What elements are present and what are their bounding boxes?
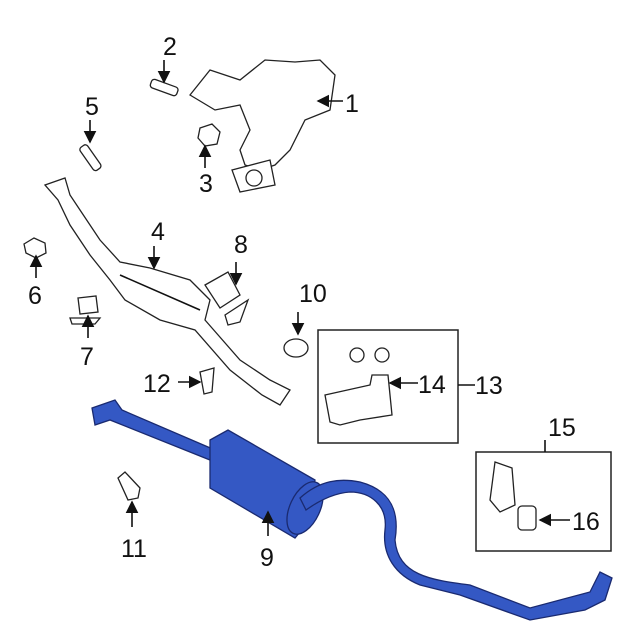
- callout-3: 3: [199, 170, 213, 198]
- nut[interactable]: [197, 123, 221, 147]
- callout-6: 6: [28, 282, 42, 310]
- muffler-assembly[interactable]: [91, 399, 613, 621]
- callout-13: 13: [475, 372, 503, 400]
- hanger-bracket-2[interactable]: [489, 461, 516, 513]
- clamp[interactable]: [283, 338, 309, 358]
- callout-15: 15: [548, 414, 576, 442]
- callout-12: 12: [143, 370, 171, 398]
- callout-5: 5: [85, 93, 99, 121]
- callout-16: 16: [572, 508, 600, 536]
- heat-shield[interactable]: [204, 271, 250, 326]
- bolt[interactable]: [199, 367, 215, 395]
- stud-2[interactable]: [79, 144, 102, 172]
- bracket[interactable]: [69, 295, 102, 325]
- callout-8: 8: [234, 231, 248, 259]
- callout-7: 7: [80, 343, 94, 371]
- catalytic-converter[interactable]: [43, 177, 291, 406]
- callout-9: 9: [260, 544, 274, 572]
- callout-11: 11: [121, 535, 147, 563]
- insulator[interactable]: [517, 505, 537, 531]
- callout-2: 2: [163, 33, 177, 61]
- hanger-bracket[interactable]: [324, 347, 393, 426]
- insulator-kit-box: [475, 451, 612, 552]
- callout-10: 10: [299, 280, 327, 308]
- nut-2[interactable]: [23, 237, 47, 259]
- bolt-2[interactable]: [117, 471, 141, 501]
- callout-4: 4: [151, 218, 165, 246]
- callout-14: 14: [418, 371, 446, 399]
- exhaust-manifold[interactable]: [189, 59, 336, 193]
- hanger-kit-box: [317, 329, 459, 444]
- callout-1: 1: [345, 90, 359, 118]
